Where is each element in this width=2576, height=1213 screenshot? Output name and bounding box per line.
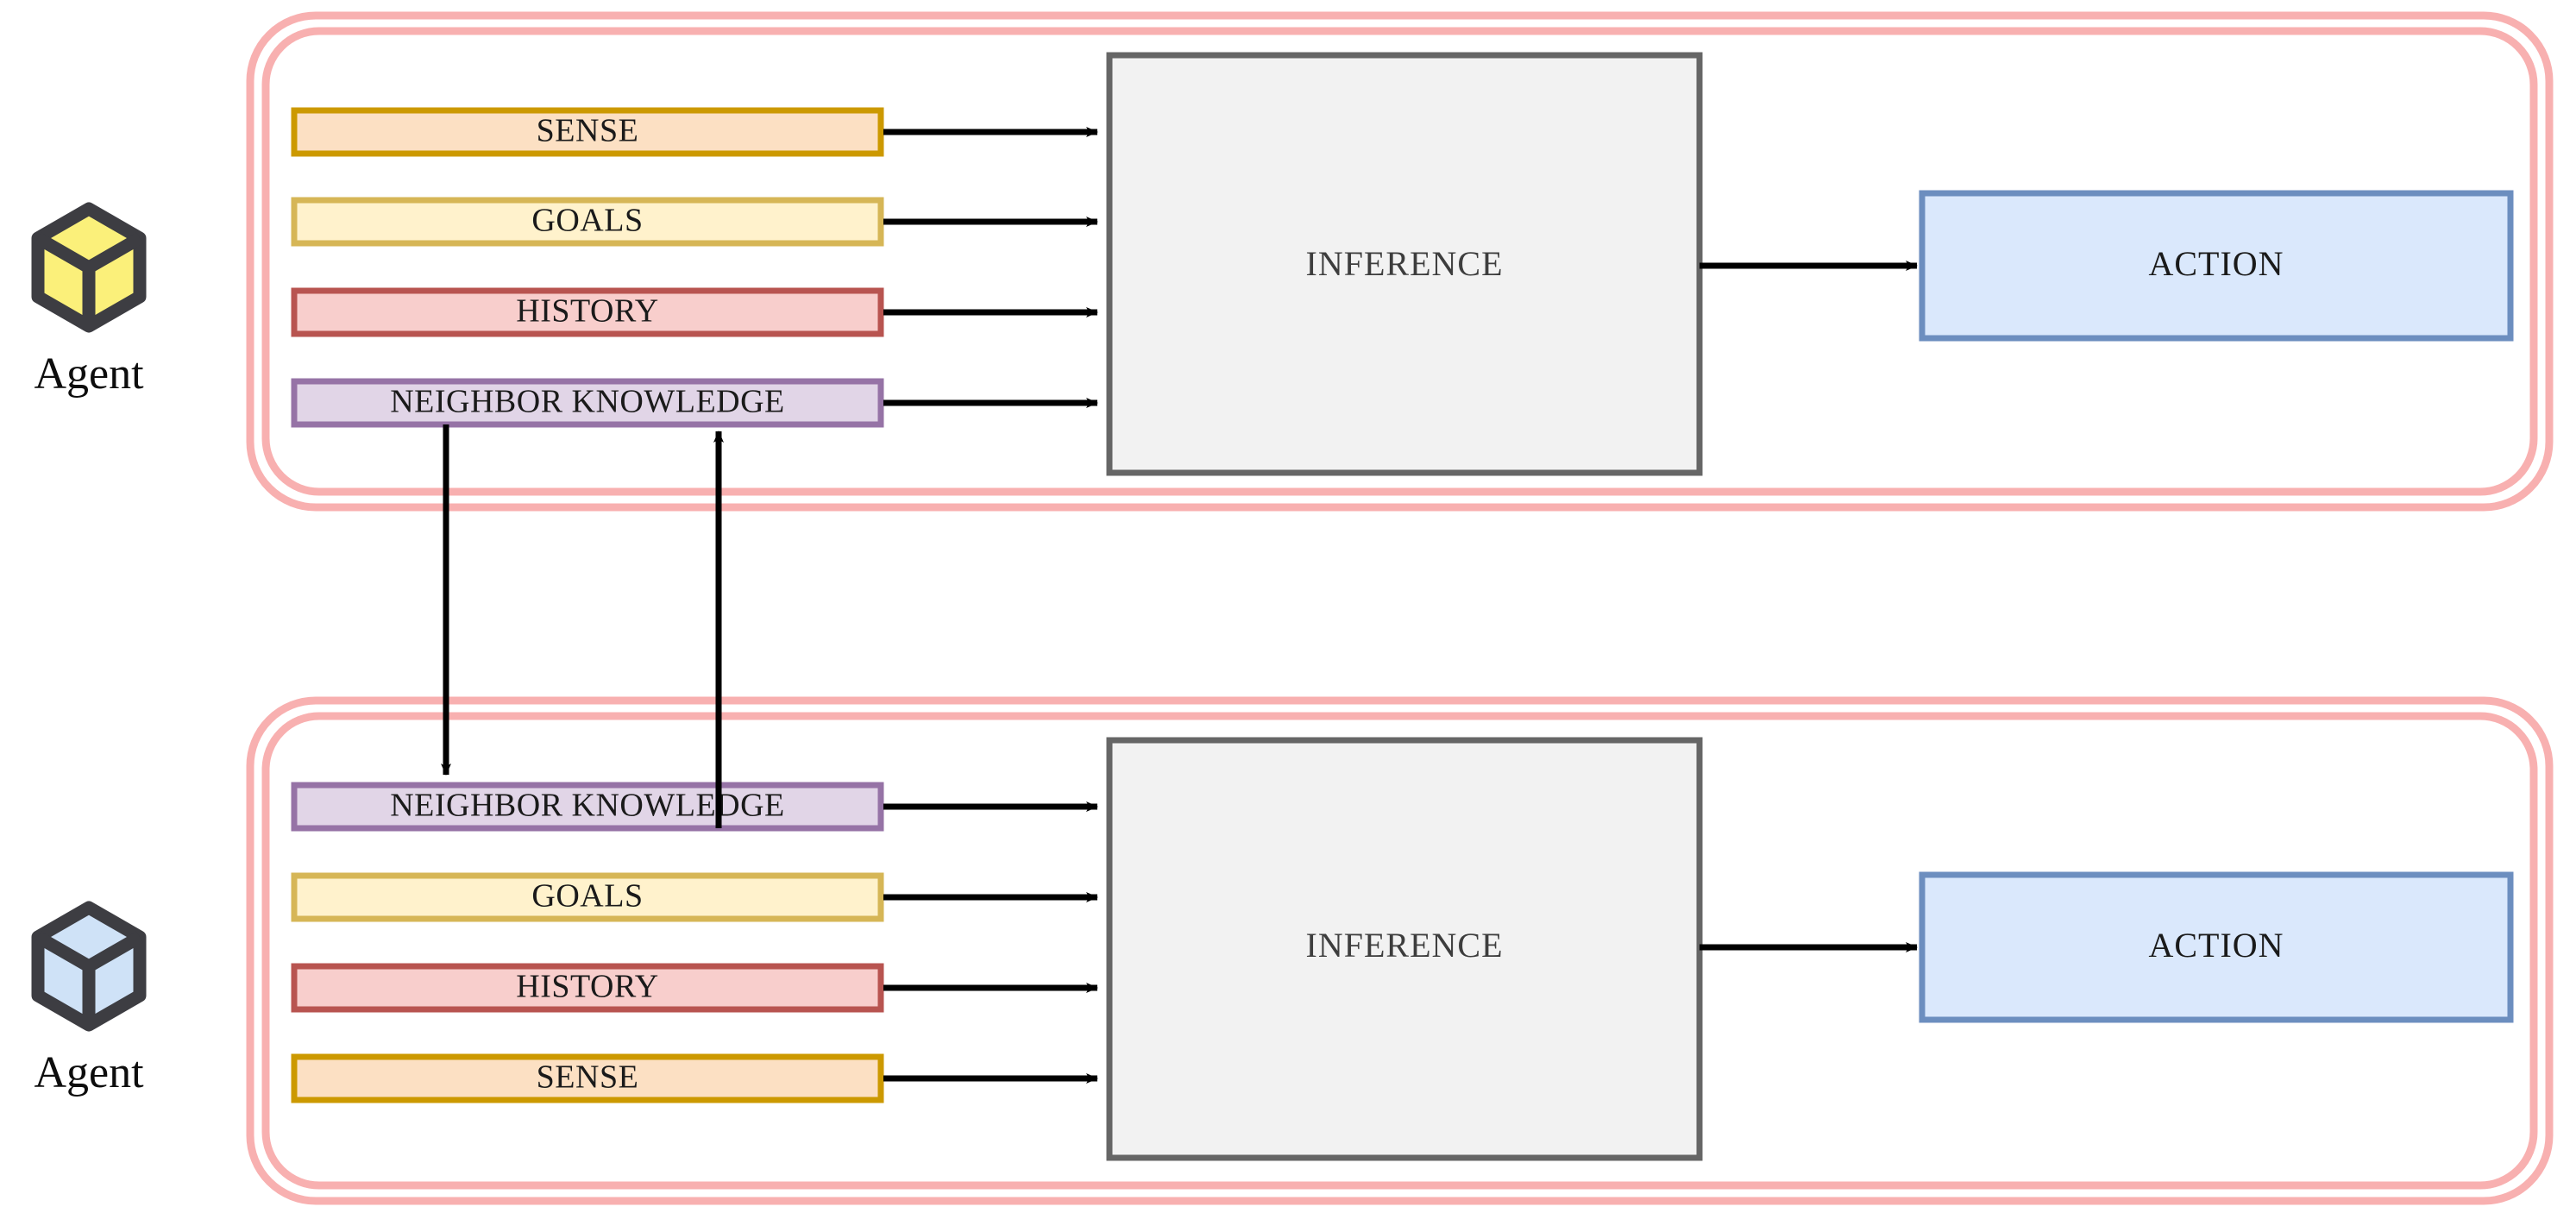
- input-bar-history[interactable]: HISTORY: [291, 963, 884, 1013]
- input-bar-neighbor-knowledge-label: NEIGHBOR KNOWLEDGE: [390, 788, 785, 824]
- action-box-top[interactable]: ACTION: [1919, 190, 2514, 342]
- input-bar-neighbor-knowledge-label: NEIGHBOR KNOWLEDGE: [390, 384, 785, 420]
- cube-icon: [31, 202, 147, 333]
- input-bar-goals-rect[interactable]: [291, 197, 884, 247]
- input-bar-sense-rect[interactable]: [291, 107, 884, 157]
- input-bar-sense-label: SENSE: [537, 113, 639, 149]
- input-bar-neighbor-knowledge[interactable]: NEIGHBOR KNOWLEDGE: [291, 782, 884, 832]
- input-bar-goals-label: GOALS: [531, 203, 643, 239]
- input-bar-history-label: HISTORY: [516, 293, 658, 330]
- input-bar-sense[interactable]: SENSE: [291, 1053, 884, 1103]
- input-bar-goals-label: GOALS: [531, 878, 643, 914]
- inference-box-top-rect[interactable]: [1106, 52, 1703, 476]
- agent-top-inputs: SENSE GOALS HISTORY NEIGHBOR KNOWLEDGE: [291, 107, 884, 428]
- agent-bottom-container: [246, 696, 2554, 1205]
- agent-bottom-label: Agent: [34, 1048, 144, 1097]
- agent-top-label: Agent: [34, 349, 144, 399]
- action-box-top-rect[interactable]: [1919, 190, 2514, 342]
- input-bar-sense[interactable]: SENSE: [291, 107, 884, 157]
- input-bar-history[interactable]: HISTORY: [291, 287, 884, 337]
- input-bar-goals[interactable]: GOALS: [291, 872, 884, 922]
- input-bar-neighbor-knowledge-rect[interactable]: [291, 378, 884, 428]
- agent-top-container-outer-border: [246, 11, 2554, 512]
- input-bar-sense-label: SENSE: [537, 1059, 639, 1096]
- input-bar-history-rect[interactable]: [291, 287, 884, 337]
- inference-box-bottom[interactable]: INFERENCE: [1106, 737, 1703, 1161]
- agent-top-input-arrows: [883, 127, 1098, 408]
- cube-icon: [31, 901, 147, 1032]
- input-bar-sense-rect[interactable]: [291, 1053, 884, 1103]
- inference-box-top-label: INFERENCE: [1306, 244, 1504, 283]
- agent-top-container: [246, 11, 2554, 512]
- agent-bottom-container-inner-border: [261, 712, 2538, 1190]
- inference-box-bottom-label: INFERENCE: [1306, 926, 1504, 965]
- agent-top-container-inner-border: [261, 27, 2538, 496]
- agent-top-icon-group: Agent: [31, 202, 147, 399]
- action-box-bottom-rect[interactable]: [1919, 871, 2514, 1023]
- action-box-bottom-label: ACTION: [2148, 926, 2284, 965]
- agent-bottom-inputs: NEIGHBOR KNOWLEDGE GOALS HISTORY SENSE: [291, 782, 884, 1103]
- agent-bottom-icon-group: Agent: [31, 901, 147, 1097]
- action-box-top-label: ACTION: [2148, 244, 2284, 283]
- action-box-bottom[interactable]: ACTION: [1919, 871, 2514, 1023]
- input-bar-goals-rect[interactable]: [291, 872, 884, 922]
- input-bar-neighbor-knowledge[interactable]: NEIGHBOR KNOWLEDGE: [291, 378, 884, 428]
- agent-bottom-input-arrows: [883, 801, 1098, 1084]
- inference-box-bottom-rect[interactable]: [1106, 737, 1703, 1161]
- input-bar-goals[interactable]: GOALS: [291, 197, 884, 247]
- agent-bottom-container-outer-border: [246, 696, 2554, 1205]
- input-bar-neighbor-knowledge-rect[interactable]: [291, 782, 884, 832]
- input-bar-history-label: HISTORY: [516, 969, 658, 1005]
- inference-box-top[interactable]: INFERENCE: [1106, 52, 1703, 476]
- input-bar-history-rect[interactable]: [291, 963, 884, 1013]
